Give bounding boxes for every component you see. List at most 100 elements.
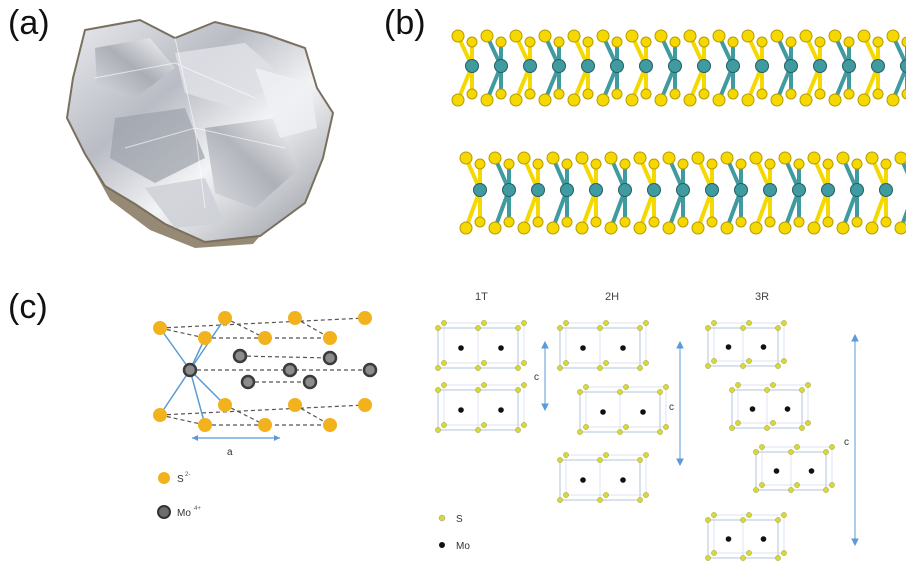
s-atom [753,449,759,455]
sulfur-atom [654,93,668,107]
polytype-legend-s-marker [438,514,446,522]
sulfur-atom [770,29,784,43]
s-atom [603,360,609,366]
s-atom [735,420,741,426]
sulfur-atom [480,29,494,43]
sulfur-atom [532,158,544,170]
sulfur-atom [778,221,792,235]
polytype-legend-mo-label: Mo [456,541,470,552]
mo-atom [600,409,606,415]
s-atom [557,457,563,463]
sulfur-atom [596,29,610,43]
s-atom [711,358,717,364]
sulfur-atom [901,36,906,48]
s-atom [597,325,603,331]
s-atom [623,384,629,390]
s-atom [563,360,569,366]
sulfur-atom [509,29,523,43]
sulfur-atom [611,88,623,100]
sulfur-atom [886,29,900,43]
sulfur-atom [901,88,906,100]
mo-atom [498,345,504,351]
molybdenum-atom [879,183,893,197]
s-atom [577,429,583,435]
molybdenum-ion [182,362,198,378]
sulfur-atom [807,151,821,165]
s-atom [746,320,752,326]
molybdenum-atom [821,183,835,197]
s-atom [441,382,447,388]
mo-atom [760,344,767,350]
s-atom [705,517,711,523]
s-atom [563,452,569,458]
molybdenum-atom [871,59,885,73]
sulfur-atom [785,88,797,100]
sulfur-atom [741,93,755,107]
molybdenum-atom [639,59,653,73]
sulfur-atom [843,88,855,100]
sulfur-atom [604,151,618,165]
sulfur-atom [735,158,747,170]
layered-crystal-structure [451,29,906,235]
s-atom [557,497,563,503]
mo-atom [640,409,646,415]
s-atom [705,555,711,561]
sulfur-atom [662,151,676,165]
mo-atom [498,407,504,413]
molybdenum-atom [676,183,690,197]
mo-atom [620,477,626,483]
sulfur-atom [553,88,565,100]
sulfur-atom [459,151,473,165]
sulfur-atom [582,36,594,48]
panel-label-b: (b) [384,4,426,42]
s-atom [794,482,800,488]
octahedral-cell [729,382,811,431]
sulfur-atom [466,88,478,100]
s-atom [441,422,447,428]
molybdenum-ion [302,374,318,390]
molybdenum-atom [494,59,508,73]
sulfur-atom [735,216,747,228]
c-axis-label-2h: c [669,402,674,413]
mo-atom [620,345,626,351]
sulfur-atom [669,88,681,100]
sulfur-atom [814,88,826,100]
sulfur-atom [538,29,552,43]
s-atom [577,389,583,395]
sulfur-atom [799,29,813,43]
polytype-legend-s-label: S [456,514,463,525]
sulfur-atom [503,158,515,170]
s-atom [740,325,746,331]
sulfur-atom [720,151,734,165]
s-atom [637,325,643,331]
s-atom [643,320,649,326]
s-atom [603,452,609,458]
s-atom [735,382,741,388]
s-atom [729,387,735,393]
sulfur-atom [648,158,660,170]
sulfur-atom [546,151,560,165]
sulfur-ion [198,331,212,345]
sulfur-atom [524,88,536,100]
s-atom [515,325,521,331]
s-atom [746,550,752,556]
sulfur-atom [851,158,863,170]
sulfur-atom [857,29,871,43]
mo-atom [760,536,767,542]
s-atom [788,449,794,455]
sulfur-ion [258,418,272,432]
sulfur-atom [648,216,660,228]
sulfur-ion [218,398,232,412]
s-atom [481,382,487,388]
sulfur-atom [886,93,900,107]
sulfur-atom [749,151,763,165]
octahedral-cell [557,452,649,503]
molybdenum-atom [813,59,827,73]
s-atom [603,492,609,498]
sulfur-atom [466,36,478,48]
sulfur-atom [662,221,676,235]
sulfur-atom [488,151,502,165]
sulfur-ion [258,331,272,345]
sulfur-atom [683,29,697,43]
molybdenum-atom [734,183,748,197]
